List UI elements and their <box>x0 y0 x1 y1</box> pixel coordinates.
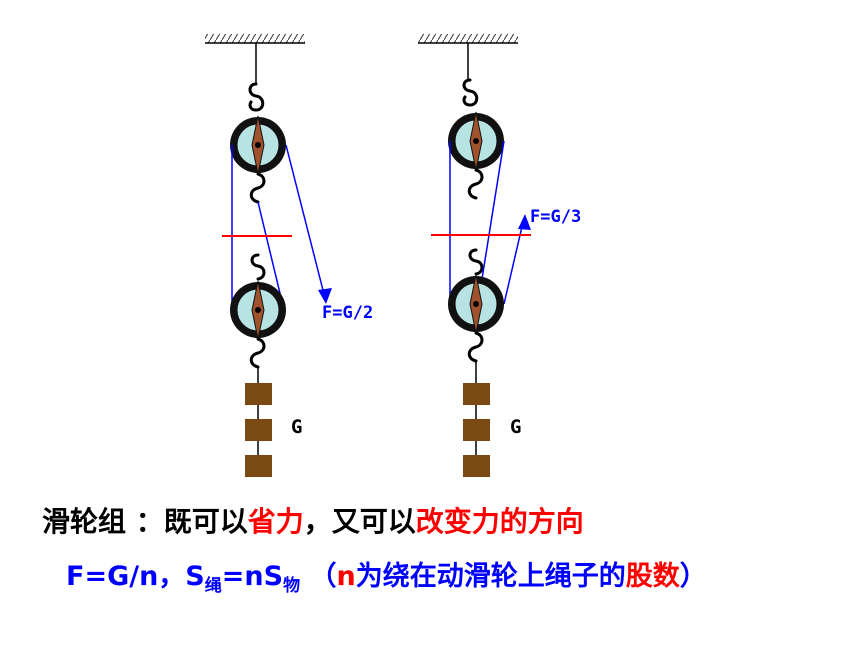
left-weight-block <box>245 455 272 477</box>
paren-close: ） <box>679 561 707 592</box>
caption-1-part3: ，又可以 <box>303 505 416 538</box>
right-top-hook-icon <box>462 78 479 107</box>
right-movable-pulley <box>448 274 504 334</box>
right-weight-block <box>463 455 490 477</box>
strand-count-emphasis: 股数 <box>625 561 680 592</box>
formula-sub-object: 物 <box>283 576 301 596</box>
left-top-hook-icon <box>248 82 265 112</box>
caption-1-save-effort: 省力 <box>247 505 304 538</box>
left-bottom-hook-icon <box>249 337 266 369</box>
formula-sub-rope: 绳 <box>204 576 222 596</box>
caption-line-2: F=G/n，S绳=nS物 （n为绕在动滑轮上绳子的股数） <box>66 554 860 596</box>
left-ceiling-hatch <box>205 34 305 43</box>
right-pull-rope <box>503 217 525 305</box>
left-pulley-system: F=G/2 G <box>205 34 373 477</box>
caption-line-1: 滑轮组 ：既可以省力，又可以改变力的方向 <box>42 500 860 540</box>
caption-1-change-direction: 改变力的方向 <box>415 505 584 538</box>
right-force-label: F=G/3 <box>530 207 581 227</box>
left-pull-rope <box>285 144 327 303</box>
right-weight-label: G <box>510 416 521 438</box>
right-weight-block <box>463 419 490 441</box>
left-middle-hook-icon <box>249 172 266 204</box>
paren-open: （ <box>300 561 337 592</box>
right-movable-top-hook-icon <box>468 248 484 276</box>
formula-force: F=G/n，S <box>66 561 205 592</box>
right-middle-hook-icon <box>467 168 484 200</box>
left-weight-block <box>245 383 272 405</box>
right-arrow-icon <box>518 214 531 230</box>
right-weight-block <box>463 383 490 405</box>
left-weight-label: G <box>291 416 302 438</box>
n-description: 为绕在动滑轮上绳子的 <box>355 561 626 592</box>
right-ceiling-hatch <box>418 34 518 43</box>
left-rope-segment-2 <box>257 201 285 311</box>
left-force-label: F=G/2 <box>322 303 373 323</box>
left-weight-block <box>245 419 272 441</box>
right-pulley-system: F=G/3 G <box>418 34 581 477</box>
formula-distance: =nS <box>221 561 284 592</box>
n-symbol: n <box>336 561 356 592</box>
right-fixed-pulley <box>448 111 504 171</box>
pulley-diagram: F=G/2 G <box>205 34 581 477</box>
right-bottom-hook-icon <box>467 331 484 363</box>
caption-1-part1: 滑轮组 ：既可以 <box>42 505 248 538</box>
left-arrow-icon <box>318 288 332 304</box>
left-movable-top-hook-icon <box>250 253 266 281</box>
left-movable-pulley <box>230 280 286 340</box>
left-fixed-pulley <box>230 115 286 175</box>
